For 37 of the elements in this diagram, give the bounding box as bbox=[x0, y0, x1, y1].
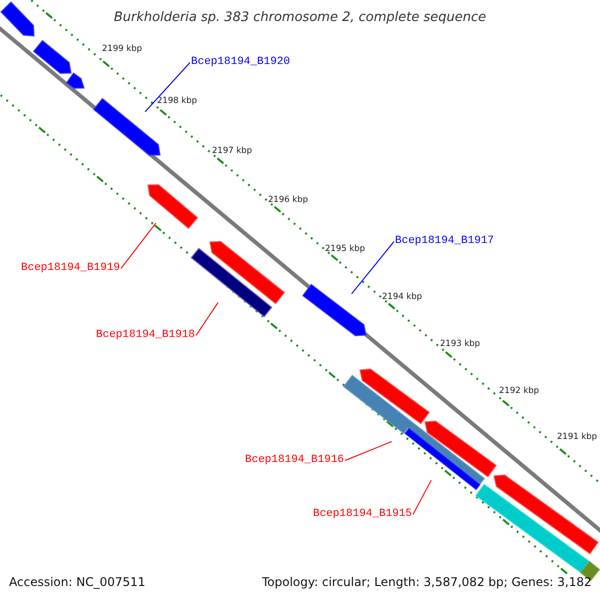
gene-block bbox=[190, 248, 272, 318]
gene-block bbox=[66, 72, 85, 89]
scale-label: 2192 kbp bbox=[499, 387, 540, 396]
scale-label: 2193 kbp bbox=[440, 340, 480, 348]
gene-block bbox=[302, 284, 367, 336]
gene-block bbox=[147, 184, 198, 229]
leader-line bbox=[412, 480, 432, 515]
gene-label: Bcep18194_B1920 bbox=[191, 57, 290, 68]
scale-label: 2194 kbp bbox=[382, 293, 422, 302]
map-title: Burkholderia sp. 383 chromosome 2, complete sequence bbox=[112, 11, 488, 24]
scale-label: 2191 kbp bbox=[557, 433, 598, 442]
gene-block bbox=[359, 368, 430, 424]
sequence-info-note: Topology: circular; Length: 3,587,082 bp; Genes: 3,182 bbox=[262, 576, 592, 588]
gene-block bbox=[475, 484, 590, 574]
leader-line bbox=[196, 302, 219, 336]
leader-line bbox=[344, 441, 392, 461]
gene-block bbox=[404, 428, 481, 490]
scale-label: 2195 kbp bbox=[325, 245, 366, 254]
scale-label: 2196 kbp bbox=[268, 196, 308, 204]
scale-label: 2197 kbp bbox=[212, 147, 252, 156]
gene-block bbox=[0, 1, 35, 37]
gene-label: Bcep18194_B1919 bbox=[21, 263, 120, 274]
gene-block bbox=[343, 374, 485, 485]
gene-block bbox=[32, 40, 72, 74]
scale-label: 2198 kbp bbox=[157, 97, 198, 106]
gene-block bbox=[209, 241, 286, 304]
gene-label: Bcep18194_B1916 bbox=[245, 455, 344, 466]
gene-label: Bcep18194_B1918 bbox=[96, 330, 196, 341]
accession-note: Accession: NC_007511 bbox=[9, 576, 146, 588]
scale-label: 2199 kbp bbox=[102, 45, 142, 54]
leader-line bbox=[351, 241, 394, 294]
gene-label: Bcep18194_B1915 bbox=[313, 509, 412, 520]
leader-line bbox=[120, 222, 156, 269]
gene-label: Bcep18194_B1917 bbox=[395, 236, 494, 247]
gene-block bbox=[493, 474, 599, 554]
leader-line bbox=[144, 62, 190, 112]
gene-block bbox=[424, 420, 497, 478]
